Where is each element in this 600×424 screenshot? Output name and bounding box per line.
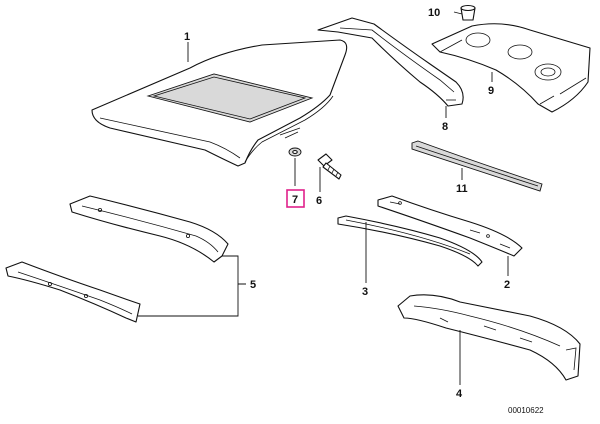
- cross-member-lower[interactable]: [5, 261, 141, 323]
- roof-rail-right[interactable]: [377, 195, 523, 257]
- callout-5: 5: [250, 279, 256, 291]
- document-id: 00010622: [508, 406, 544, 415]
- cross-members[interactable]: [5, 195, 229, 323]
- lower-panel[interactable]: [397, 294, 581, 381]
- callout-4: 4: [456, 388, 463, 400]
- bolt[interactable]: [317, 153, 342, 180]
- leader-lines: [138, 11, 509, 385]
- callout-9: 9: [488, 85, 494, 97]
- callout-8: 8: [442, 121, 448, 133]
- roof-panel[interactable]: [91, 39, 348, 167]
- callout-labels: 1 2 3 4 5 6 7 8 9 10 11: [184, 7, 510, 400]
- rear-shelf[interactable]: [431, 23, 591, 113]
- callout-2: 2: [504, 279, 510, 291]
- cross-member-upper[interactable]: [69, 195, 229, 263]
- callout-10: 10: [428, 7, 440, 19]
- washer[interactable]: [288, 147, 302, 157]
- rear-brace[interactable]: [317, 17, 464, 107]
- roof-strip[interactable]: [411, 140, 543, 192]
- highlight-box: [286, 189, 305, 208]
- plug[interactable]: [460, 4, 476, 21]
- callout-1: 1: [184, 31, 190, 43]
- callout-3: 3: [362, 286, 368, 298]
- callout-6: 6: [316, 195, 322, 207]
- roof-rail-left[interactable]: [337, 215, 483, 267]
- callout-7: 7: [292, 194, 298, 206]
- callout-11: 11: [456, 183, 468, 195]
